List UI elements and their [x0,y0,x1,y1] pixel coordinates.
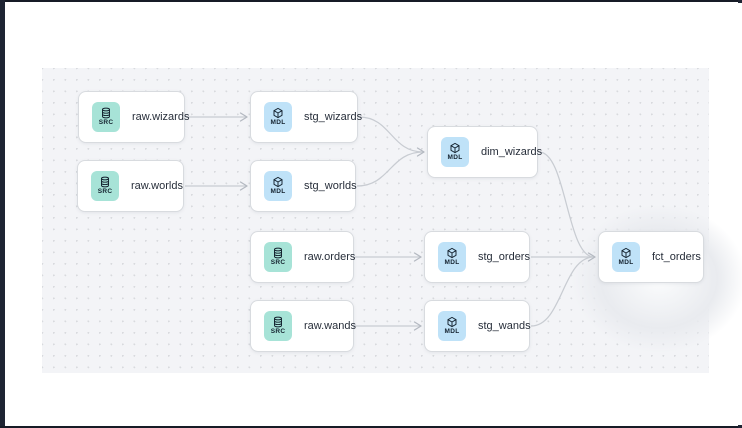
node-raw-wands[interactable]: SRC raw.wands [250,300,356,352]
badge-label: SRC [98,119,114,127]
badge-label: MDL [618,259,634,267]
mdl-badge: MDL [612,242,640,272]
database-icon [272,247,284,259]
node-label: stg_worlds [304,180,357,192]
node-label: raw.wands [304,320,356,332]
cube-icon [449,142,461,154]
mdl-badge: MDL [264,102,292,132]
node-stg-wands[interactable]: MDL stg_wands [424,300,531,352]
src-badge: SRC [264,242,292,272]
node-stg-orders[interactable]: MDL stg_orders [424,231,530,283]
mdl-badge: MDL [438,242,466,272]
node-stg-worlds[interactable]: MDL stg_worlds [250,160,357,212]
mdl-badge: MDL [438,311,466,341]
badge-label: MDL [444,259,460,267]
badge-label: MDL [270,188,286,196]
node-label: raw.orders [304,251,356,263]
node-dim-wizards[interactable]: MDL dim_wizards [427,126,542,178]
window-frame-corner-top-right [738,0,742,3]
window-frame-left [0,0,5,428]
node-raw-orders[interactable]: SRC raw.orders [250,231,356,283]
src-badge: SRC [91,171,119,201]
node-label: stg_wizards [304,111,363,123]
cube-icon [446,316,458,328]
node-raw-wizards[interactable]: SRC raw.wizards [78,91,189,143]
node-label: dim_wizards [481,146,543,158]
badge-label: MDL [444,328,460,336]
mdl-badge: MDL [441,137,469,167]
window-frame-corner-bottom-right [738,425,742,428]
cube-icon [620,247,632,259]
mdl-badge: MDL [264,171,292,201]
node-stg-wizards[interactable]: MDL stg_wizards [250,91,362,143]
node-label: stg_wands [478,320,531,332]
node-label: stg_orders [478,251,530,263]
badge-label: SRC [270,328,286,336]
badge-label: SRC [97,188,113,196]
src-badge: SRC [264,311,292,341]
node-label: raw.wizards [132,111,190,123]
badge-label: SRC [270,259,286,267]
cube-icon [272,176,284,188]
node-raw-worlds[interactable]: SRC raw.worlds [77,160,184,212]
database-icon [99,176,111,188]
cube-icon [446,247,458,259]
node-fct-orders[interactable]: MDL fct_orders [598,231,704,283]
node-label: raw.worlds [131,180,183,192]
src-badge: SRC [92,102,120,132]
database-icon [272,316,284,328]
window-frame-bottom [0,426,742,428]
badge-label: MDL [270,119,286,127]
cube-icon [272,107,284,119]
badge-label: MDL [447,154,463,162]
node-label: fct_orders [652,251,701,263]
window-frame-top [0,0,742,2]
database-icon [100,107,112,119]
